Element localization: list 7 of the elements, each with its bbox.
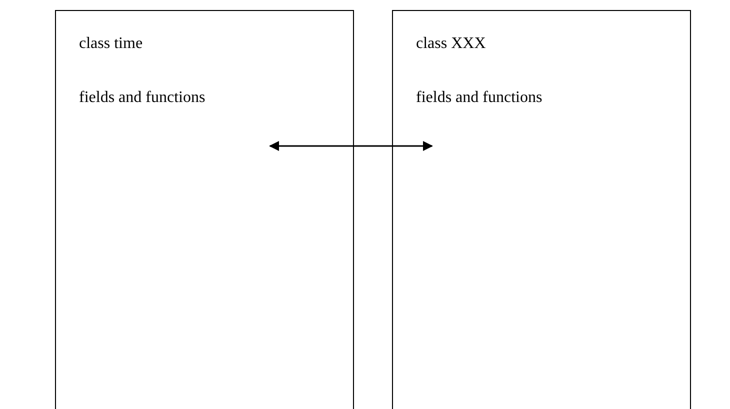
class-name: class time (79, 34, 144, 54)
class-box (392, 10, 691, 409)
class-description: fields and functions (416, 88, 544, 108)
class-description: fields and functions (79, 88, 206, 108)
class-box (55, 10, 354, 409)
class-name: class XXX (416, 34, 487, 54)
double-arrow (269, 141, 433, 151)
